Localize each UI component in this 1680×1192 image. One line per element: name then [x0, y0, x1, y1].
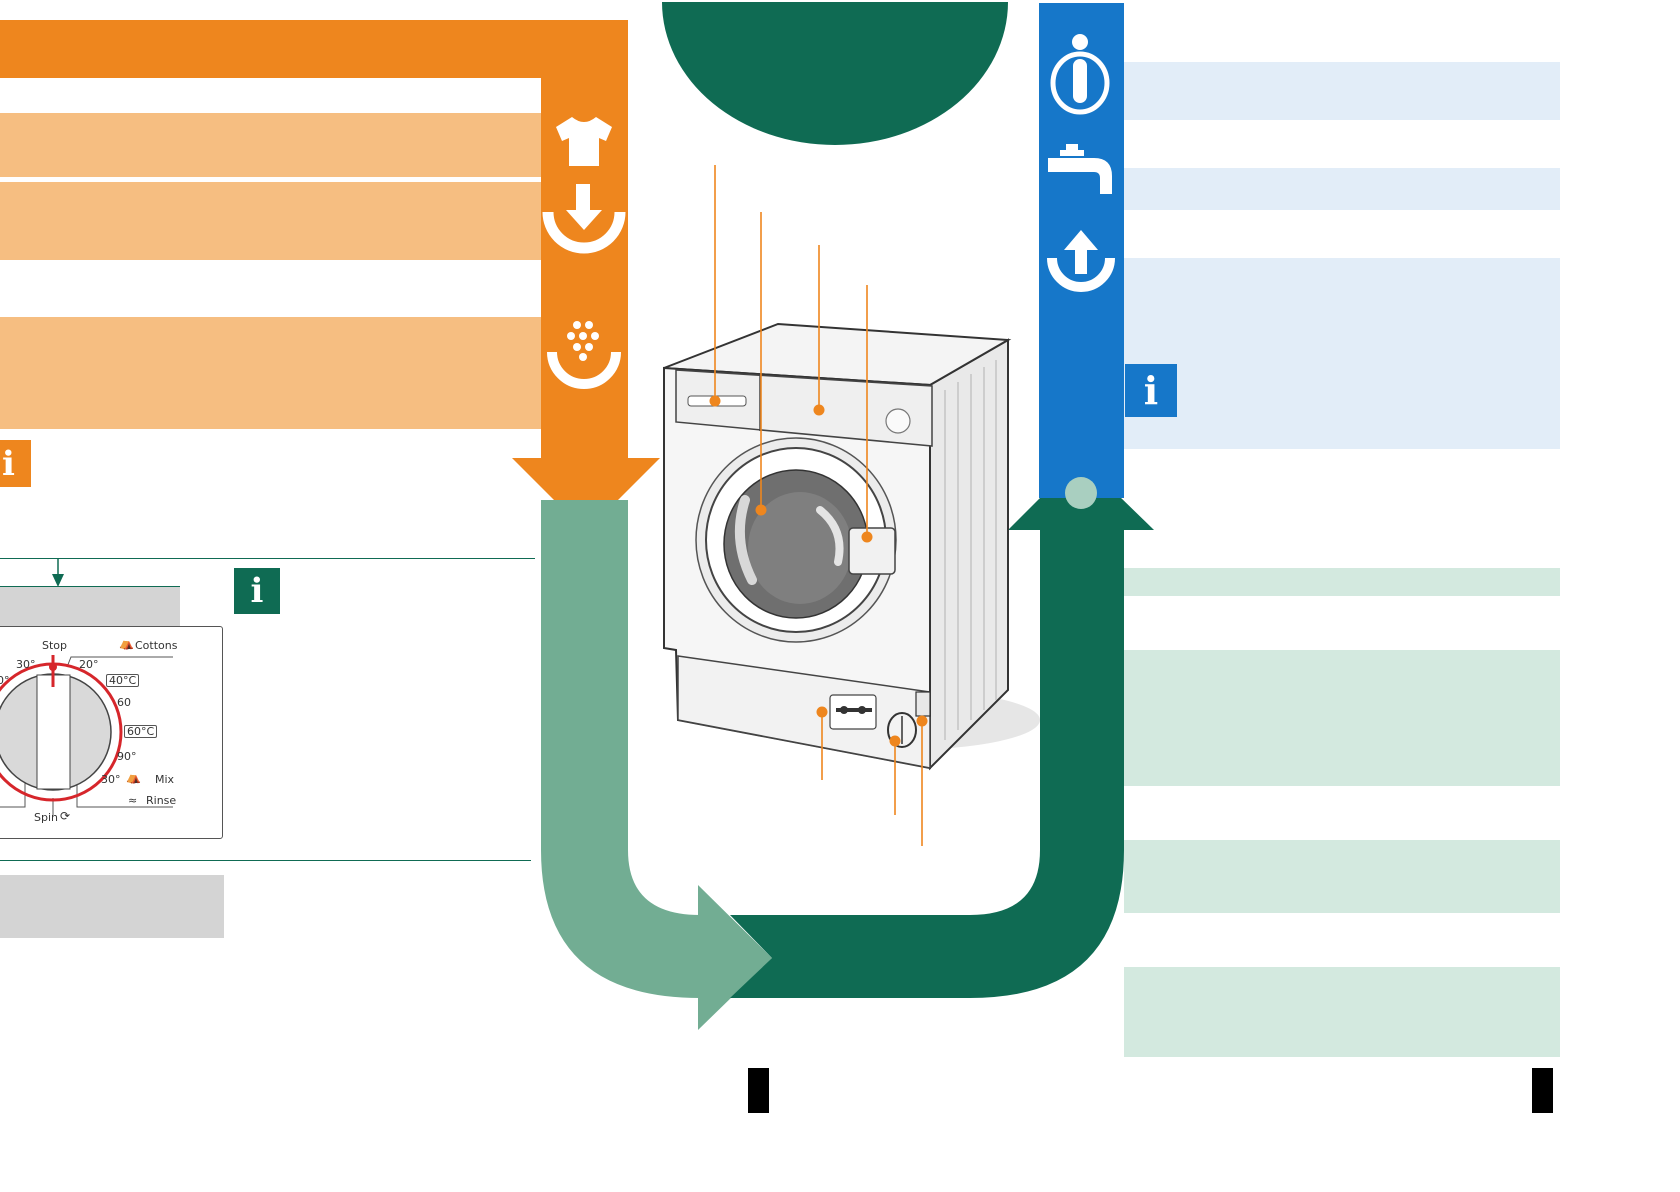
- callout-dot-door: [755, 504, 767, 516]
- dial-temp-40c: 40°C: [106, 674, 140, 687]
- green-text-band-3: [1124, 840, 1560, 913]
- dial-temp-partial: 0°: [0, 674, 10, 687]
- blue-text-band-1: [1124, 62, 1560, 120]
- dial-label-mix: Mix: [155, 773, 175, 786]
- divider-line-short: [0, 586, 180, 587]
- callout-dot-door-handle: [861, 531, 873, 543]
- green-text-band-2: [1124, 650, 1560, 786]
- washing-machine-illustration: [663, 322, 1040, 771]
- green-text-band-1: [1124, 568, 1560, 596]
- green-info-box-left: i: [234, 568, 280, 614]
- callout-dot-pump-cap: [889, 735, 901, 747]
- orange-text-band-2: [0, 182, 541, 260]
- blue-text-band-2: [1124, 168, 1560, 210]
- info-icon: i: [2, 443, 15, 484]
- mix-icon: ⛺: [126, 770, 141, 784]
- programme-dial-graphic[interactable]: [0, 627, 222, 838]
- cottons-icon: ⛺: [119, 636, 134, 650]
- detergent-dots-icon: [547, 321, 621, 389]
- dial-label-spin: Spin: [34, 811, 58, 824]
- orange-text-band-1: [0, 113, 541, 177]
- callout-dot-drain-hose: [916, 715, 928, 727]
- spin-icon: ⟳: [60, 809, 71, 823]
- info-icon: i: [250, 571, 264, 611]
- unload-icon: [1047, 230, 1115, 292]
- callout-dot-detergent-drawer: [709, 395, 721, 407]
- dial-temp-30-left: 30°: [16, 658, 36, 671]
- orange-flow-bar-top: [0, 20, 628, 78]
- status-dot-icon: [1065, 477, 1097, 509]
- dial-temp-20: 20°: [79, 658, 99, 671]
- water-tap-icon: [1048, 144, 1112, 194]
- pointer-arrow-icon: [52, 558, 64, 587]
- green-text-band-4: [1124, 967, 1560, 1057]
- page-marker-right: [1532, 1068, 1553, 1113]
- orange-flow-arrowhead: [512, 458, 660, 532]
- green-half-circle: [662, 2, 1008, 145]
- divider-line-bottom: [0, 860, 531, 861]
- callout-dot-hose-clamp: [816, 706, 828, 718]
- blue-info-box: i: [1125, 364, 1177, 417]
- blue-text-band-3: [1124, 258, 1560, 449]
- divider-line-top: [0, 558, 535, 559]
- dial-label-cottons: Cottons: [135, 639, 178, 652]
- orange-text-band-3: [0, 317, 541, 429]
- info-circle-icon: [1050, 34, 1110, 115]
- dial-label-stop: Stop: [42, 639, 68, 652]
- tshirt-icon: [556, 117, 612, 166]
- dial-temp-60: 60: [117, 696, 131, 709]
- dial-temp-90: 90°: [117, 750, 137, 763]
- programme-dial-panel: Stop ⛺ Cottons 30° 0° 20° 40°C 60 60°C 9…: [0, 626, 223, 839]
- dial-label-rinse: Rinse: [146, 794, 177, 807]
- grey-text-band-1: [0, 587, 180, 626]
- rinse-icon: ≈: [128, 794, 138, 807]
- page-marker-left: [748, 1068, 769, 1113]
- dial-temp-60c: 60°C: [124, 725, 158, 738]
- grey-text-band-2: [0, 875, 224, 938]
- load-detergent-icon: [542, 184, 626, 254]
- info-icon: i: [1143, 368, 1159, 413]
- callout-dot-control-panel: [813, 404, 825, 416]
- dial-temp-30-mix: 30°: [101, 773, 121, 786]
- orange-info-box: i: [0, 440, 31, 487]
